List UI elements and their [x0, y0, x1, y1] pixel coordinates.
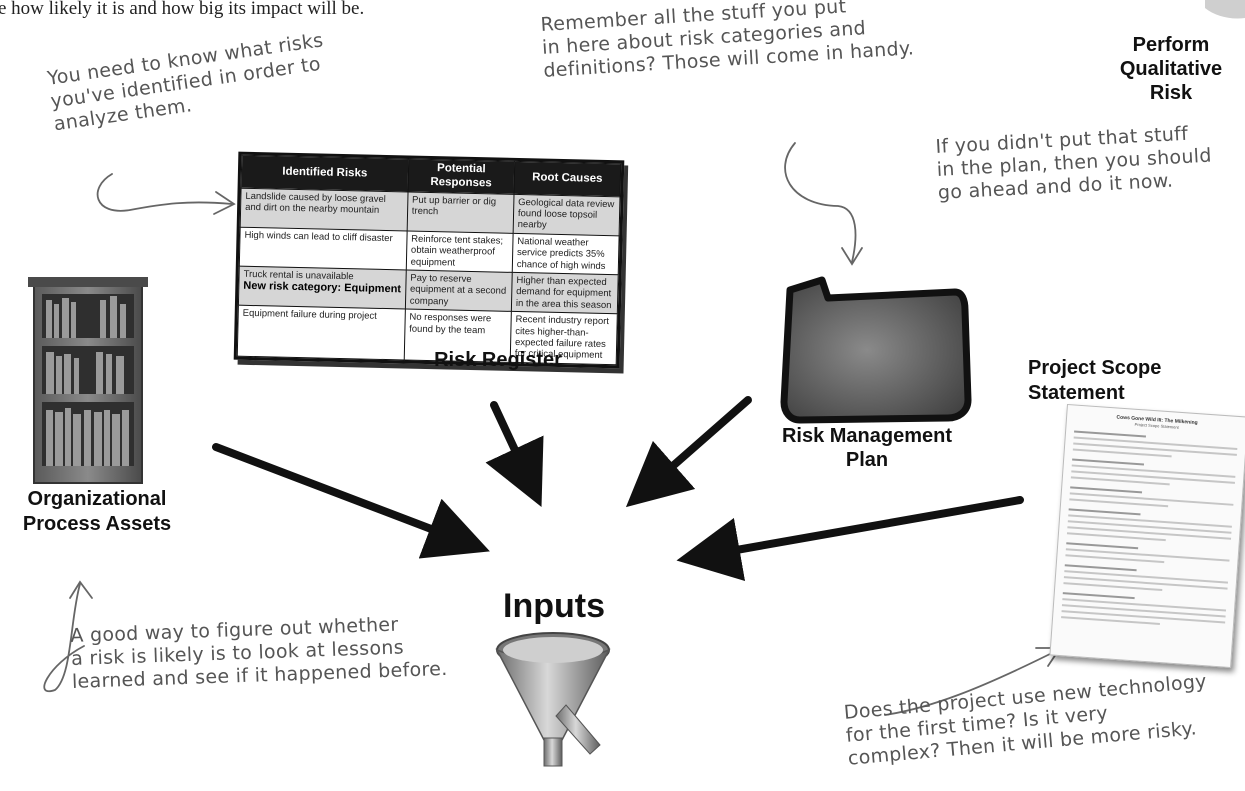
- input-arrows: [212, 396, 1024, 581]
- folder-icon: [780, 276, 972, 424]
- cell-risk: Landslide caused by loose gravel and dir…: [240, 187, 408, 231]
- cell-response: Pay to reserve equipment at a second com…: [405, 269, 513, 312]
- process-title: Perform Qualitative Risk: [1119, 34, 1223, 104]
- cell-cause: Higher than expected demand for equipmen…: [511, 272, 619, 314]
- pointer-to-register: [96, 173, 233, 212]
- note-plan-stuff: If you didn't put that stuff in the plan…: [935, 122, 1213, 204]
- intro-text: e how likely it is and how big its impac…: [0, 0, 365, 19]
- cell-cause: Geological data review found loose topso…: [512, 194, 620, 236]
- col-header-responses: Potential Responses: [407, 159, 515, 195]
- label-risk-register: Risk Register: [434, 349, 562, 371]
- arrow-from-plan: [625, 396, 752, 508]
- process-icon: [1205, 0, 1245, 19]
- col-header-risks: Identified Risks: [241, 155, 409, 192]
- arrow-from-register: [485, 401, 544, 508]
- cell-cause: National weather service predicts 35% ch…: [512, 233, 620, 275]
- label-project-scope-statement: Project Scope Statement: [1028, 357, 1162, 404]
- arrow-from-scope: [676, 496, 1024, 581]
- arrow-from-assets: [212, 443, 490, 559]
- cell-risk: Truck rental is unavailable New risk cat…: [238, 266, 407, 310]
- label-inputs: Inputs: [503, 587, 605, 625]
- note-pointers: [43, 142, 1062, 716]
- label-risk-management-plan: Risk Management Plan: [781, 425, 953, 471]
- label-organizational-process-assets: Organizational Process Assets: [22, 488, 172, 535]
- risk-register-table: Identified Risks Potential Responses Roo…: [233, 151, 625, 369]
- col-header-causes: Root Causes: [513, 161, 621, 197]
- pointer-to-folder: [784, 142, 857, 263]
- note-lessons: A good way to figure out whether a risk …: [70, 613, 448, 693]
- bookcase-icon: [28, 277, 148, 484]
- cell-risk: High winds can lead to cliff disaster: [239, 226, 407, 270]
- pointer-to-assets: [43, 583, 85, 693]
- funnel-icon: [495, 632, 611, 767]
- cell-response: Reinforce tent stakes; obtain weatherpro…: [406, 230, 513, 273]
- new-category-label: New risk category: Equipment: [243, 280, 402, 296]
- cell-risk: Equipment failure during project: [237, 305, 406, 360]
- pointer-to-scope: [884, 649, 1059, 716]
- cell-response: Put up barrier or dig trench: [406, 191, 514, 234]
- scope-document-icon: Cows Gone Wild III: The Milkening Projec…: [1049, 403, 1245, 669]
